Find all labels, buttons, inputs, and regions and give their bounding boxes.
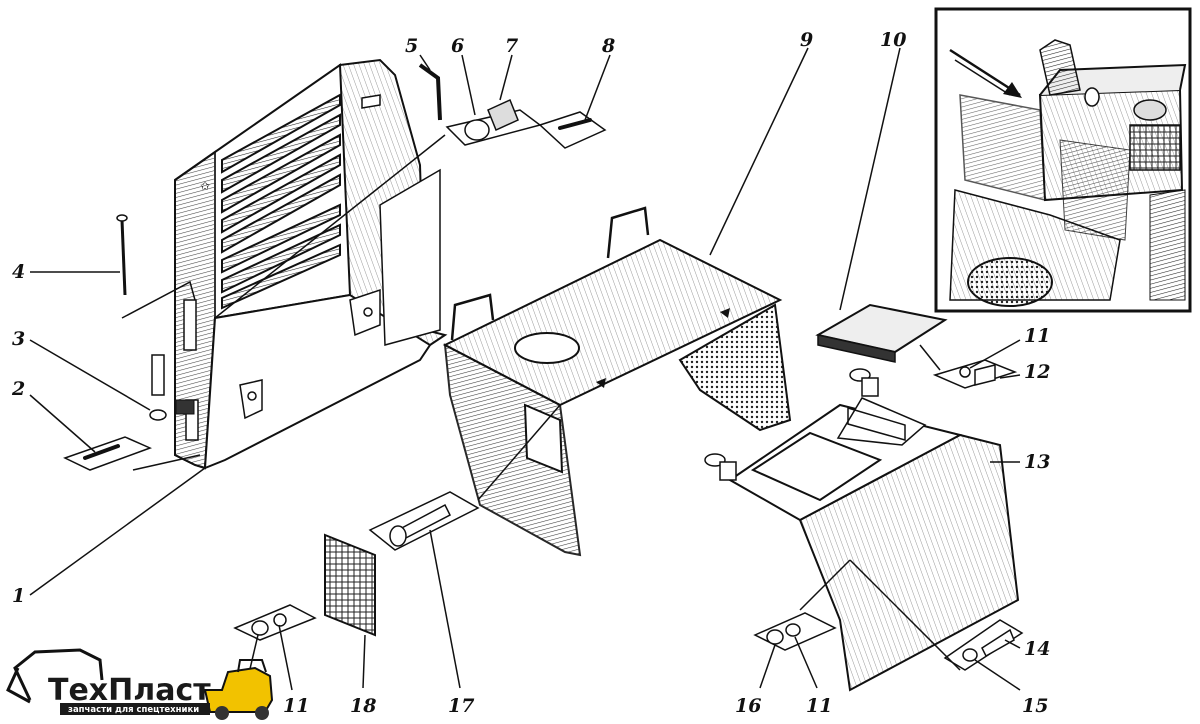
part-13-side-panel <box>704 368 1020 692</box>
label-part-17: 17 <box>448 695 474 717</box>
fastener-callouts <box>63 63 1024 671</box>
label-part-3: 3 <box>12 328 25 350</box>
label-part-14: 14 <box>1024 638 1050 660</box>
label-part-12: 12 <box>1024 361 1050 383</box>
label-part-11: 11 <box>1024 325 1050 347</box>
part-1-grille-frame: ✩ <box>174 58 448 470</box>
label-part-2: 2 <box>11 378 25 400</box>
label-part-4: 4 <box>12 261 25 283</box>
label-part-7: 7 <box>505 35 518 57</box>
label-part-11: 11 <box>283 695 309 717</box>
part-labels: 1 2 2 3 4 5 6 7 8 9 10 11 11 11 12 13 14… <box>11 29 1050 717</box>
part-18-mesh <box>324 533 376 637</box>
label-part-18: 18 <box>350 695 376 717</box>
svg-text:✩: ✩ <box>200 179 210 193</box>
brand-logo: ТехПласт запчасти для спецтехники <box>6 648 274 720</box>
label-part-1: 1 <box>12 585 25 607</box>
label-part-6: 6 <box>451 35 464 57</box>
label-part-16: 16 <box>735 695 761 717</box>
label-part-10: 10 <box>880 29 906 51</box>
logo-tagline: запчасти для спецтехники <box>68 705 199 715</box>
logo-name: ТехПласт <box>48 673 211 708</box>
label-part-9: 9 <box>800 29 813 51</box>
inset-view <box>934 7 1192 313</box>
label-part-13: 13 <box>1024 451 1050 473</box>
part-10-pad <box>815 303 948 363</box>
label-part-5: 5 <box>405 35 418 57</box>
leader-lines <box>29 47 1021 691</box>
part-9-hood <box>442 206 792 557</box>
label-part-15: 15 <box>1022 695 1048 717</box>
label-part-11: 11 <box>806 695 832 717</box>
label-part-8: 8 <box>601 35 615 57</box>
